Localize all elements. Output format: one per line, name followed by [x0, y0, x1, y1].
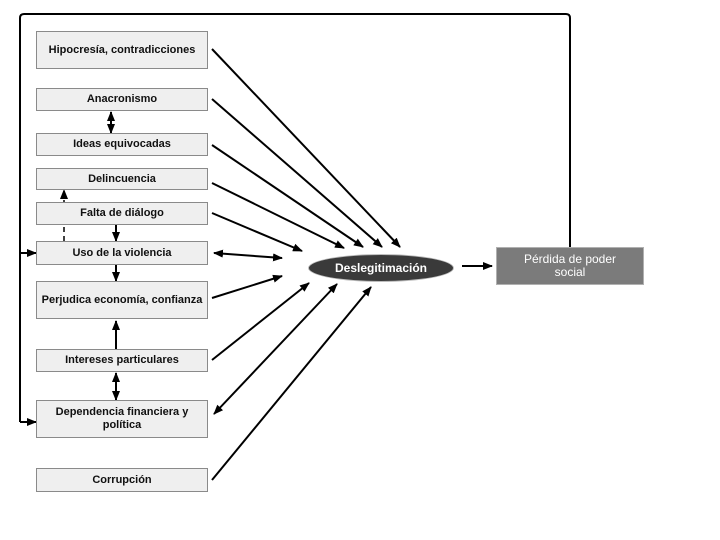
arrow-dialogo [211, 212, 303, 252]
factor-delincuencia: Delincuencia [36, 168, 208, 190]
factor-falta-de-dialogo: Falta de diálogo [36, 202, 208, 225]
arrow-violencia-bidirectional [213, 249, 283, 262]
arrow-ideas [211, 144, 364, 248]
factor-perjudica-economia: Perjudica economía, confianza [36, 281, 208, 319]
arrow-hipocresia [211, 48, 401, 248]
factor-dependencia-financiera: Dependencia financiera y política [36, 400, 208, 438]
arrow-anacronismo [211, 98, 383, 248]
arrow-corrupcion [211, 286, 372, 481]
factor-corrupcion: Corrupción [36, 468, 208, 492]
perdida-de-poder-social-node: Pérdida de poder social [496, 247, 644, 285]
factor-anacronismo: Anacronismo [36, 88, 208, 111]
factor-uso-de-la-violencia: Uso de la violencia [36, 241, 208, 265]
deslegitimacion-node: Deslegitimación [308, 254, 454, 282]
arrow-dependencia-bidirectional [213, 283, 338, 415]
arrow-economia [211, 274, 283, 299]
factor-hipocresia: Hipocresía, contradicciones [36, 31, 208, 69]
arrow-intereses [211, 282, 310, 361]
factor-intereses-particulares: Intereses particulares [36, 349, 208, 372]
arrow-delincuencia [211, 182, 345, 249]
factor-ideas-equivocadas: Ideas equivocadas [36, 133, 208, 156]
feedback-loop-line [19, 13, 571, 422]
